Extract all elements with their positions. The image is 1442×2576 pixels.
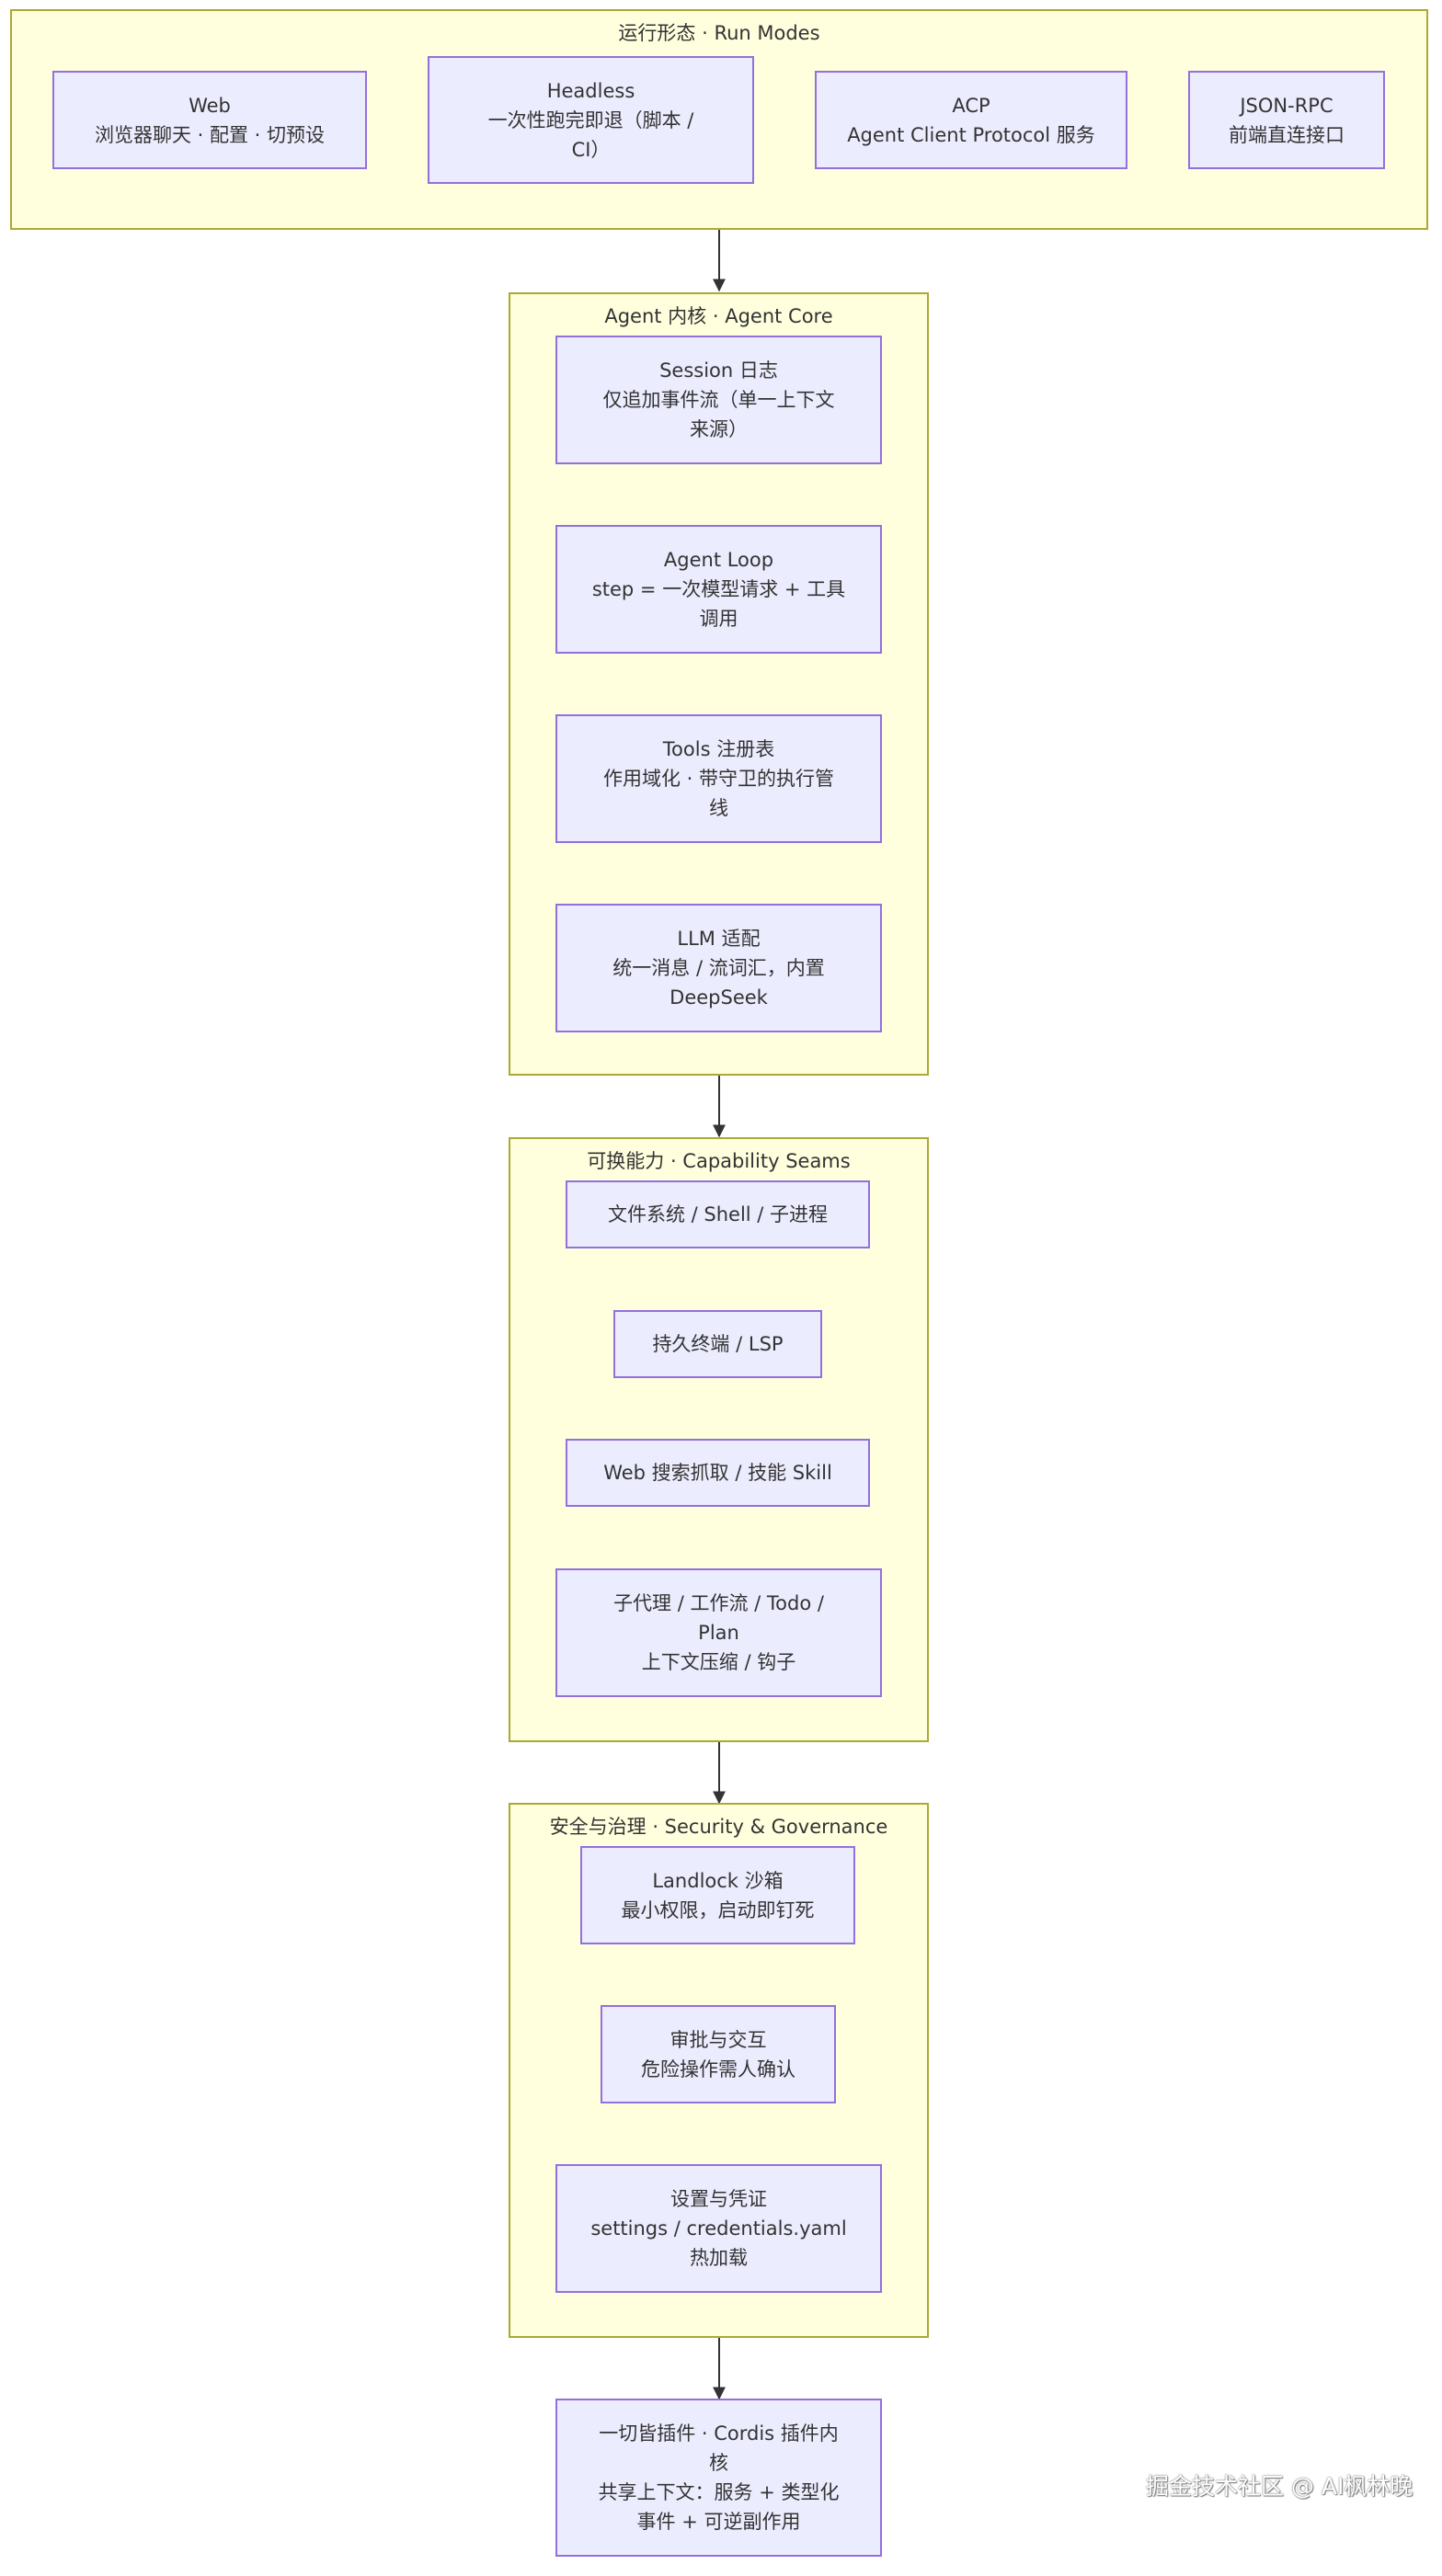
node-label-line: 来源） bbox=[690, 418, 748, 440]
node-label-line: Web 搜索抓取 / 技能 Skill bbox=[603, 1462, 832, 1484]
node-plugin-kernel[interactable]: 一切皆插件 · Cordis 插件内核共享上下文：服务 + 类型化事件 + 可逆… bbox=[555, 2399, 882, 2557]
node-label-line: Tools 注册表 bbox=[662, 738, 775, 760]
node-label-line: 事件 + 可逆副作用 bbox=[636, 2511, 801, 2533]
node-label-line: Web bbox=[189, 94, 231, 117]
node-headless[interactable]: Headless 一次性跑完即退（脚本 / CI） bbox=[428, 56, 754, 184]
node-label-line: LLM 适配 bbox=[677, 928, 761, 950]
node-label-line: 上下文压缩 / 钩子 bbox=[641, 1651, 796, 1673]
cluster-title-run-modes: 运行形态 · Run Modes bbox=[618, 22, 820, 44]
node-agent-loop[interactable]: Agent Loop step = 一次模型请求 + 工具调用 bbox=[555, 525, 882, 654]
node-label-line: Agent Loop bbox=[663, 549, 774, 571]
node-label-line: 子代理 / 工作流 / Todo / bbox=[613, 1592, 824, 1614]
node-label-line: JSON-RPC bbox=[1240, 94, 1333, 117]
node-label-line: 统一消息 / 流词汇，内置 bbox=[612, 957, 825, 979]
node-label-line: DeepSeek bbox=[670, 986, 768, 1009]
node-label-line: ACP bbox=[952, 94, 990, 117]
node-label-line: Headless bbox=[546, 79, 635, 102]
node-label-line: Plan bbox=[698, 1622, 739, 1644]
node-json-rpc[interactable]: JSON-RPC 前端直连接口 bbox=[1188, 71, 1385, 169]
node-label-line: Landlock 沙箱 bbox=[652, 1869, 784, 1892]
node-label-line: 危险操作需人确认 bbox=[641, 2057, 795, 2080]
node-label-line: 审批与交互 bbox=[670, 2028, 767, 2051]
node-label-line: 浏览器聊天 · 配置 · 切预设 bbox=[94, 123, 326, 146]
node-session-log[interactable]: Session 日志仅追加事件流（单一上下文来源） bbox=[555, 336, 882, 464]
node-label-line: 持久终端 / LSP bbox=[652, 1333, 784, 1355]
node-label-line: 前端直连接口 bbox=[1229, 123, 1345, 146]
node-settings-credentials[interactable]: 设置与凭证 settings / credentials.yaml 热加载 bbox=[555, 2164, 882, 2293]
node-llm-adapter[interactable]: LLM 适配统一消息 / 流词汇，内置 DeepSeek bbox=[555, 904, 882, 1032]
node-label-line: 调用 bbox=[699, 608, 738, 630]
cluster-title-capability-seams: 可换能力 · Capability Seams bbox=[587, 1150, 851, 1172]
node-label-line: 仅追加事件流（单一上下文 bbox=[602, 389, 835, 411]
node-label-line: 设置与凭证 bbox=[670, 2188, 767, 2210]
node-landlock-sandbox[interactable]: Landlock 沙箱最小权限，启动即钉死 bbox=[580, 1846, 855, 1944]
cluster-title-agent-core: Agent 内核 · Agent Core bbox=[604, 305, 833, 327]
node-persistent-terminal[interactable]: 持久终端 / LSP bbox=[613, 1310, 822, 1378]
node-label-line: Session 日志 bbox=[659, 359, 778, 382]
node-label-line: 最小权限，启动即钉死 bbox=[621, 1898, 815, 1921]
node-acp[interactable]: ACP Agent Client Protocol 服务 bbox=[815, 71, 1127, 169]
node-label-line: 共享上下文：服务 + 类型化 bbox=[598, 2481, 840, 2503]
node-label-line: Agent Client Protocol 服务 bbox=[847, 123, 1095, 146]
node-label-line: 核 bbox=[709, 2452, 728, 2474]
node-label-line: 一切皆插件 · Cordis 插件内 bbox=[599, 2422, 839, 2445]
node-label-line: 文件系统 / Shell / 子进程 bbox=[607, 1203, 829, 1225]
node-approval-interaction[interactable]: 审批与交互危险操作需人确认 bbox=[601, 2005, 836, 2103]
node-label-line: 热加载 bbox=[690, 2247, 748, 2269]
cluster-title-security-governance: 安全与治理 · Security & Governance bbox=[549, 1816, 888, 1838]
node-tools-registry[interactable]: Tools 注册表作用域化 · 带守卫的执行管线 bbox=[555, 714, 882, 843]
node-label-line: settings / credentials.yaml bbox=[590, 2217, 847, 2240]
node-label-line: step = 一次模型请求 + 工具 bbox=[591, 578, 846, 600]
node-label-line: 作用域化 · 带守卫的执行管 bbox=[602, 768, 835, 790]
node-web-search-skill[interactable]: Web 搜索抓取 / 技能 Skill bbox=[566, 1439, 870, 1507]
node-label-line: CI） bbox=[571, 138, 611, 161]
node-subagent-workflow[interactable]: 子代理 / 工作流 / Todo / Plan 上下文压缩 / 钩子 bbox=[555, 1568, 882, 1697]
node-label-line: 线 bbox=[709, 797, 728, 819]
node-web[interactable]: Web 浏览器聊天 · 配置 · 切预设 bbox=[52, 71, 367, 169]
node-label-line: 一次性跑完即退（脚本 / bbox=[487, 108, 694, 131]
watermark: 掘金技术社区 @ AI枫林晚 bbox=[1146, 2473, 1413, 2500]
node-filesystem-shell[interactable]: 文件系统 / Shell / 子进程 bbox=[566, 1180, 870, 1248]
